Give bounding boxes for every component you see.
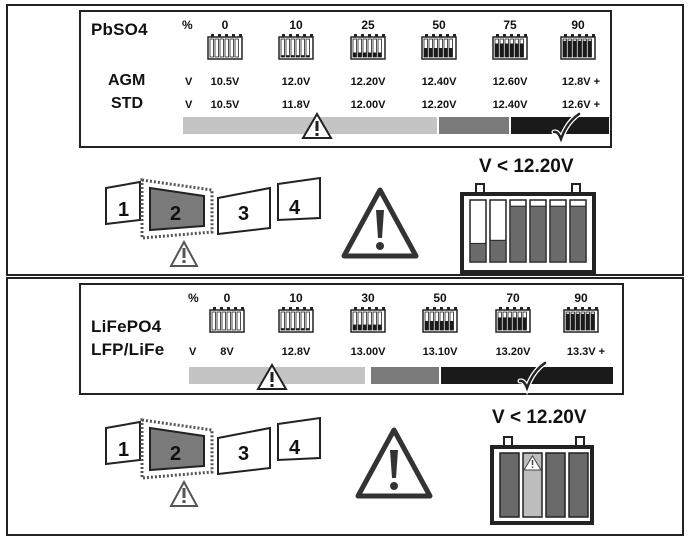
step-card-2-highlight	[140, 418, 214, 480]
pbso4-std-voltage-10: 11.8V	[281, 99, 311, 111]
mini-battery-icon	[560, 34, 596, 60]
lifepo4-percent-10: 10	[289, 291, 303, 305]
mini-battery-icon	[350, 34, 386, 60]
pbso4-status-bar-mid	[439, 117, 509, 134]
mini-battery-icon	[350, 307, 386, 333]
battery-icon	[490, 436, 594, 525]
lifepo4-percent-symbol: %	[188, 291, 199, 305]
step-card-2	[149, 186, 205, 232]
pbso4-agm-voltage-75: 12.60V	[492, 76, 528, 88]
mini-battery-icon	[563, 307, 599, 333]
lifepo4-percent-50: 50	[433, 291, 447, 305]
warning-icon	[355, 427, 433, 499]
pbso4-percent-75: 75	[503, 18, 517, 32]
mini-battery-icon	[495, 307, 531, 333]
step-label-4: 4	[289, 437, 301, 459]
lifepo4-voltage-table: LiFePO4 LFP/LiFe % 0 10 30 50 70 90 V 8V…	[79, 283, 624, 396]
step-card-4	[277, 416, 321, 462]
warning-icon	[341, 187, 419, 259]
lifepo4-threshold: V < 12.20V	[492, 407, 587, 428]
pbso4-chemistry-label: PbSO4	[91, 20, 148, 39]
pbso4-std-voltage-50: 12.20V	[421, 99, 457, 111]
step-label-3: 3	[238, 443, 250, 465]
pbso4-std-voltage-25: 12.00V	[350, 99, 386, 111]
lifepo4-panel: LiFePO4 LFP/LiFe % 0 10 30 50 70 90 V 8V…	[6, 277, 684, 536]
mini-battery-icon	[422, 307, 458, 333]
mini-battery-icon	[207, 34, 243, 60]
pbso4-battery-gauges	[207, 34, 596, 60]
step-label-2: 2	[170, 443, 182, 465]
pbso4-agm-voltage-50: 12.40V	[421, 76, 457, 88]
step-label-4: 4	[289, 197, 301, 219]
mini-battery-icon	[278, 34, 314, 60]
battery-cell	[545, 452, 566, 518]
check-icon	[551, 111, 582, 147]
pbso4-agm-voltage-10: 12.0V	[281, 76, 311, 88]
pbso4-percent-90: 90	[571, 18, 585, 32]
lifepo4-battery-gauges	[209, 307, 599, 333]
pbso4-agm-unit: V	[185, 76, 193, 88]
step-card-2	[149, 426, 205, 472]
warning-icon	[301, 112, 333, 139]
lifepo4-percent-90: 90	[574, 291, 588, 305]
check-icon	[517, 360, 548, 396]
lifepo4-percent-0: 0	[223, 291, 231, 305]
step-label-1: 1	[118, 439, 130, 461]
pbso4-agm-voltage-0: 10.5V	[210, 76, 240, 88]
pbso4-threshold: V < 12.20V	[479, 156, 574, 177]
pbso4-percent-25: 25	[361, 18, 375, 32]
lifepo4-voltage-90: 13.3V +	[566, 346, 606, 358]
lifepo4-percent-30: 30	[361, 291, 375, 305]
pbso4-std-voltage-75: 12.40V	[492, 99, 528, 111]
lifepo4-voltage-0: 8V	[220, 346, 234, 358]
pbso4-percent-10: 10	[289, 18, 303, 32]
lifepo4-status-bar-high	[441, 367, 613, 384]
lifepo4-voltage-30: 13.00V	[350, 346, 386, 358]
lifepo4-voltage-10: 12.8V	[281, 346, 311, 358]
pbso4-status-bar-high	[511, 117, 609, 134]
step-label-3: 3	[238, 203, 250, 225]
lifepo4-step-cards	[105, 416, 321, 507]
battery-cell	[568, 452, 589, 518]
mini-battery-icon	[421, 34, 457, 60]
pbso4-agm-voltage-25: 12.20V	[350, 76, 386, 88]
step-card-4	[277, 176, 321, 222]
pbso4-agm-voltage-90: 12.8V +	[561, 76, 601, 88]
pbso4-std-unit: V	[185, 99, 193, 111]
step-card-3	[217, 426, 271, 476]
lifepo4-voltage-50: 13.10V	[422, 346, 458, 358]
step-card-3	[217, 186, 271, 236]
pbso4-panel: PbSO4 % 0 10 25 50 75 90 AGM V 10.5V 12.…	[6, 4, 684, 276]
step-label-1: 1	[118, 199, 130, 221]
mini-battery-icon	[278, 307, 314, 333]
pbso4-percent-50: 50	[432, 18, 446, 32]
pbso4-std-voltage-90: 12.6V +	[561, 99, 601, 111]
battery-icon	[460, 183, 596, 274]
step-label-2: 2	[170, 203, 182, 225]
lifepo4-status-bar-mid	[371, 367, 439, 384]
pbso4-std-voltage-0: 10.5V	[210, 99, 240, 111]
lifepo4-percent-70: 70	[506, 291, 520, 305]
pbso4-step-cards	[105, 176, 321, 267]
pbso4-voltage-table: PbSO4 % 0 10 25 50 75 90 AGM V 10.5V 12.…	[79, 10, 612, 148]
pbso4-percent-symbol: %	[182, 18, 193, 32]
pbso4-std-label: STD	[111, 95, 143, 112]
mini-battery-icon	[492, 34, 528, 60]
battery-cell	[499, 452, 520, 518]
step-card-1	[105, 420, 141, 466]
step-card-2-highlight	[140, 178, 214, 240]
lifepo4-voltage-70: 13.20V	[495, 346, 531, 358]
lifepo4-chemistry-label: LiFePO4	[91, 317, 162, 336]
lifepo4-unit: V	[189, 346, 197, 358]
lifepo4-chemistry-alias: LFP/LiFe	[91, 340, 165, 359]
warning-icon	[256, 363, 288, 390]
step-card-1	[105, 180, 141, 226]
pbso4-percent-0: 0	[221, 18, 229, 32]
pbso4-agm-label: AGM	[108, 72, 146, 89]
mini-battery-icon	[209, 307, 245, 333]
